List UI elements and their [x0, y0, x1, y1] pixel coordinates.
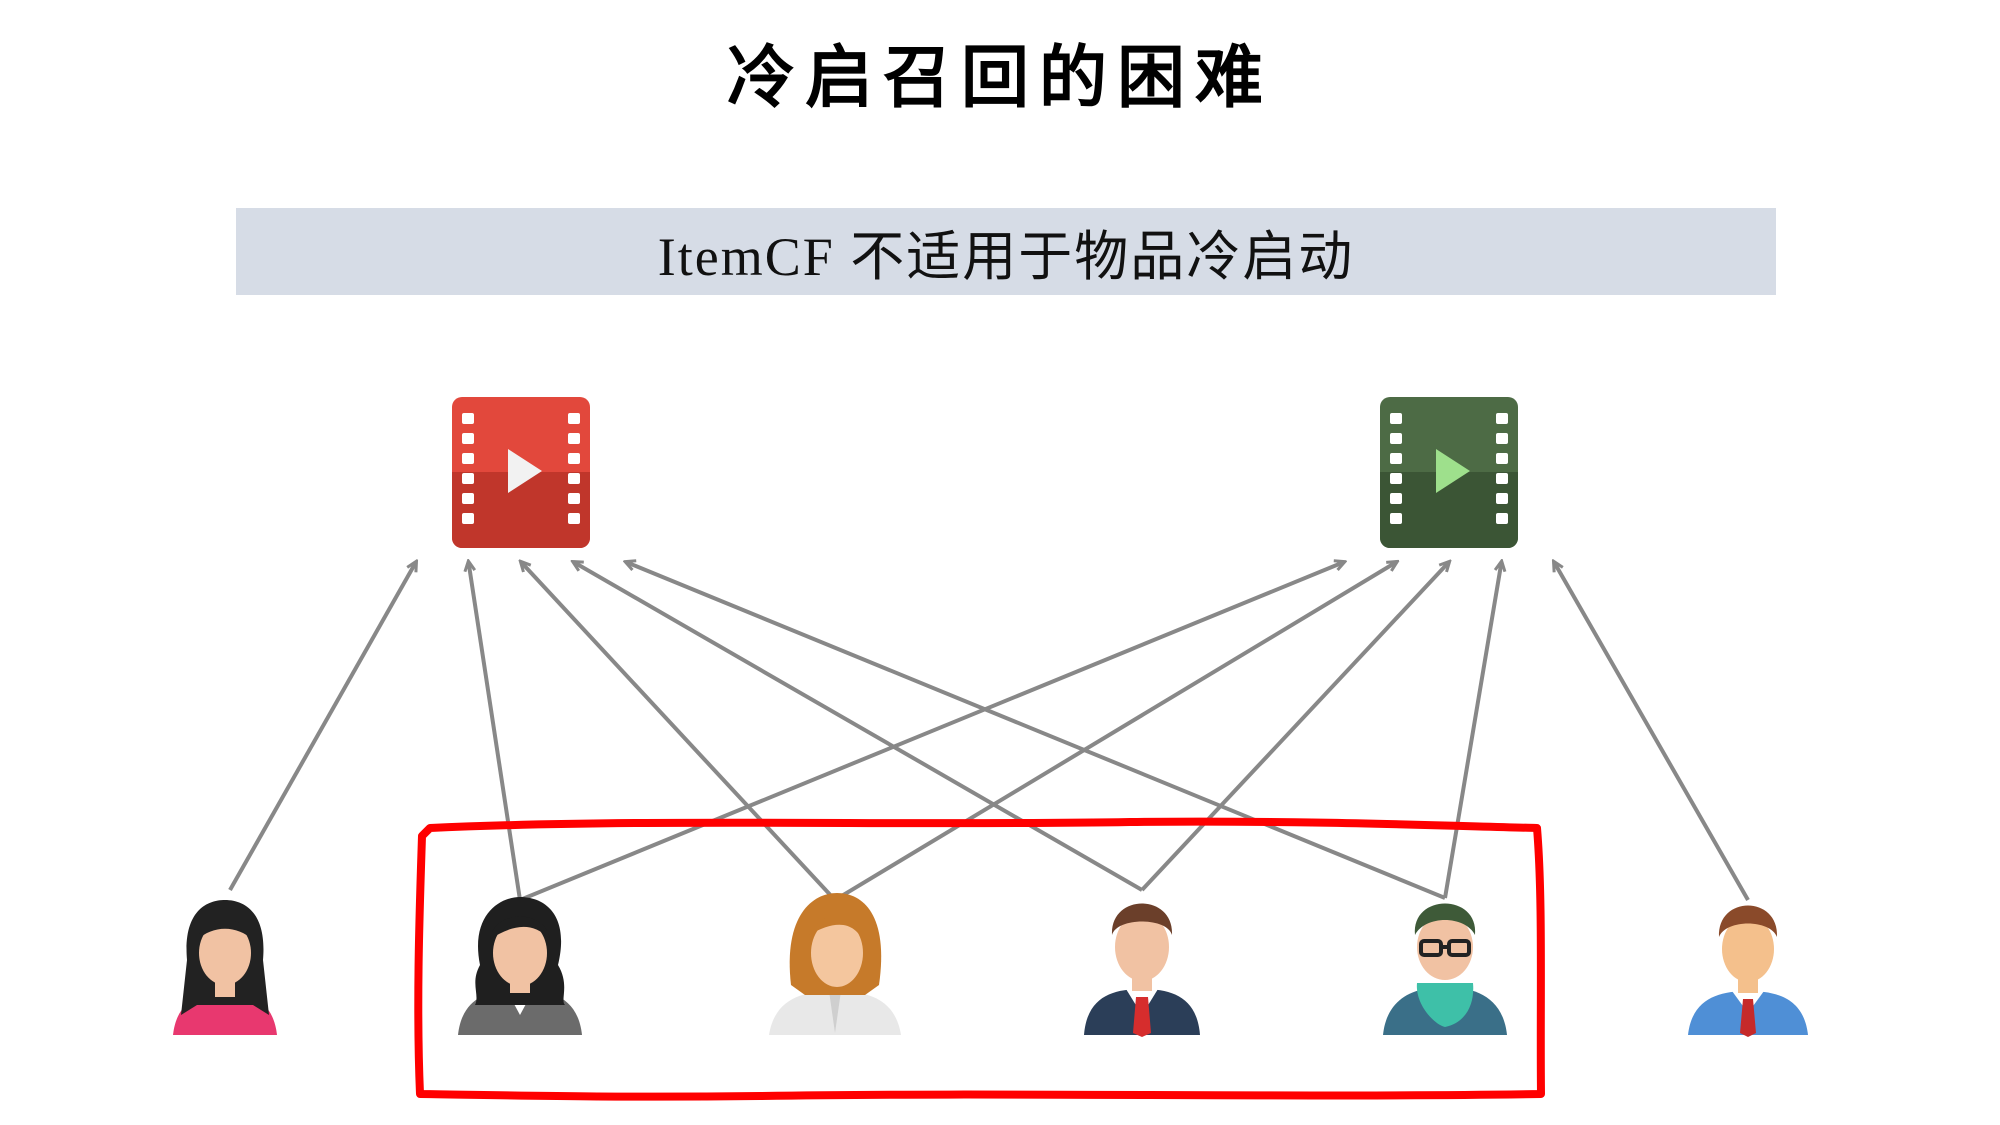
slide-title: 冷启召回的困难	[726, 39, 1273, 118]
edge-u5-to-item-red	[626, 562, 1446, 900]
edge-u3-to-item-red	[521, 562, 837, 902]
edge-u2-to-item-green	[519, 562, 1344, 902]
user-woman-blonde-avatar[interactable]	[769, 893, 901, 1035]
user-woman-pink-avatar[interactable]	[173, 900, 277, 1035]
user-man-glasses-scarf-avatar[interactable]	[1383, 903, 1507, 1036]
edge-u4-to-item-red	[574, 562, 1143, 892]
edge-u5-to-item-green	[1443, 562, 1502, 899]
video-icon-red[interactable]	[452, 397, 590, 548]
play-icon	[1436, 449, 1470, 493]
banner: ItemCF 不适用于物品冷启动	[236, 208, 1776, 295]
user-man-suit-red-tie-avatar[interactable]	[1084, 903, 1200, 1038]
edges-layer	[228, 562, 1750, 902]
edge-u3-to-item-green	[833, 562, 1397, 902]
user-man-blue-shirt-avatar[interactable]	[1688, 905, 1808, 1038]
banner-text: ItemCF 不适用于物品冷启动	[657, 227, 1355, 287]
user-woman-gray-suit-avatar[interactable]	[458, 897, 582, 1035]
edge-u4-to-item-green	[1140, 562, 1449, 892]
edge-u2-to-item-red	[469, 562, 522, 901]
edge-u1-to-item-red	[228, 562, 416, 891]
video-icon-green[interactable]	[1380, 397, 1518, 548]
play-icon	[508, 449, 542, 493]
highlight-box	[414, 817, 1545, 1101]
edge-u6-to-item-green	[1554, 562, 1750, 901]
